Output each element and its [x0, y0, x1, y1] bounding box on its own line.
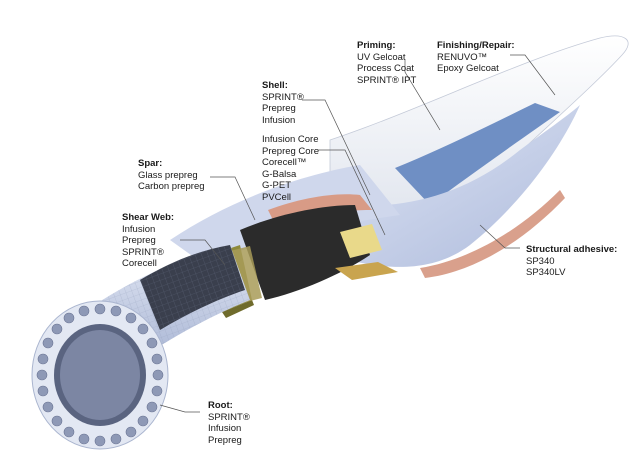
adhesive-item: SP340LV	[526, 267, 566, 278]
core-item: G-Balsa	[262, 168, 297, 180]
shearweb-item: Corecell	[122, 258, 157, 269]
core-black	[240, 205, 370, 300]
leader-shearweb	[180, 239, 226, 266]
priming-layer-blue	[395, 103, 560, 205]
shearweb-title: Shear Web:	[122, 212, 175, 223]
core-item: Infusion Core	[262, 134, 319, 145]
finishing-item: RENUVO™	[437, 51, 488, 63]
adhesive-piece-1	[340, 224, 382, 258]
shell-item: Prepreg	[262, 103, 296, 114]
label-root: Root: SPRINT® Infusion Prepreg	[208, 400, 250, 446]
spar-item: Glass prepreg	[138, 169, 198, 181]
core-item: PVCell	[262, 191, 292, 203]
root-item: SPRINT®	[208, 411, 250, 423]
leader-core	[318, 149, 386, 236]
root-bolt-holes	[36, 303, 164, 447]
leader-adhesive	[479, 224, 520, 249]
spar-olive-face	[222, 300, 254, 318]
label-shell: Shell: SPRINT® Prepreg Infusion	[262, 80, 304, 126]
finishing-item: Epoxy Gelcoat	[437, 63, 499, 74]
label-finishing: Finishing/Repair: RENUVO™ Epoxy Gelcoat	[437, 40, 515, 75]
shell-item: Infusion	[262, 114, 296, 126]
shearweb-item: Infusion	[122, 223, 156, 235]
adhesive-piece-2	[335, 262, 398, 280]
label-shear-web: Shear Web: Infusion Prepreg SPRINT® Core…	[122, 212, 174, 270]
shearweb-item: SPRINT®	[122, 246, 164, 258]
label-spar: Spar: Glass prepreg Carbon prepreg	[138, 158, 205, 193]
priming-item: SPRINT® IPT	[357, 74, 417, 86]
root-title: Root:	[208, 400, 233, 411]
priming-item: Process Coat	[357, 63, 415, 74]
root-flange	[31, 300, 169, 450]
adhesive-title: Structural adhesive:	[526, 244, 618, 255]
spar-item: Carbon prepreg	[138, 181, 205, 192]
root-item: Infusion	[208, 423, 242, 434]
adhesive-pink-layer	[420, 190, 565, 278]
priming-item: UV Gelcoat	[357, 51, 406, 63]
label-priming: Priming: UV Gelcoat Process Coat SPRINT®…	[357, 40, 416, 86]
label-core: Infusion Core Prepreg Core Corecell™ G-B…	[262, 134, 319, 203]
leader-finishing	[510, 54, 556, 96]
root-tube-inner-mesh	[140, 245, 245, 330]
shell-item: SPRINT®	[262, 91, 304, 103]
root-item: Prepreg	[208, 434, 242, 446]
shearweb-item: Prepreg	[122, 235, 156, 246]
leader-shell	[302, 99, 371, 196]
leader-spar	[210, 176, 256, 221]
label-structural-adhesive: Structural adhesive: SP340 SP340LV	[526, 244, 617, 279]
priming-title: Priming:	[357, 40, 396, 51]
leader-root	[159, 404, 200, 413]
finishing-title: Finishing/Repair:	[437, 40, 515, 51]
shell-title: Shell:	[262, 80, 288, 91]
adhesive-item: SP340	[526, 255, 555, 267]
leader-priming	[404, 60, 441, 131]
core-item: G-PET	[262, 180, 292, 191]
spar-title: Spar:	[138, 158, 163, 169]
leader-lines	[159, 54, 556, 413]
core-item: Corecell™	[262, 157, 307, 168]
core-item: Prepreg Core	[262, 145, 320, 157]
